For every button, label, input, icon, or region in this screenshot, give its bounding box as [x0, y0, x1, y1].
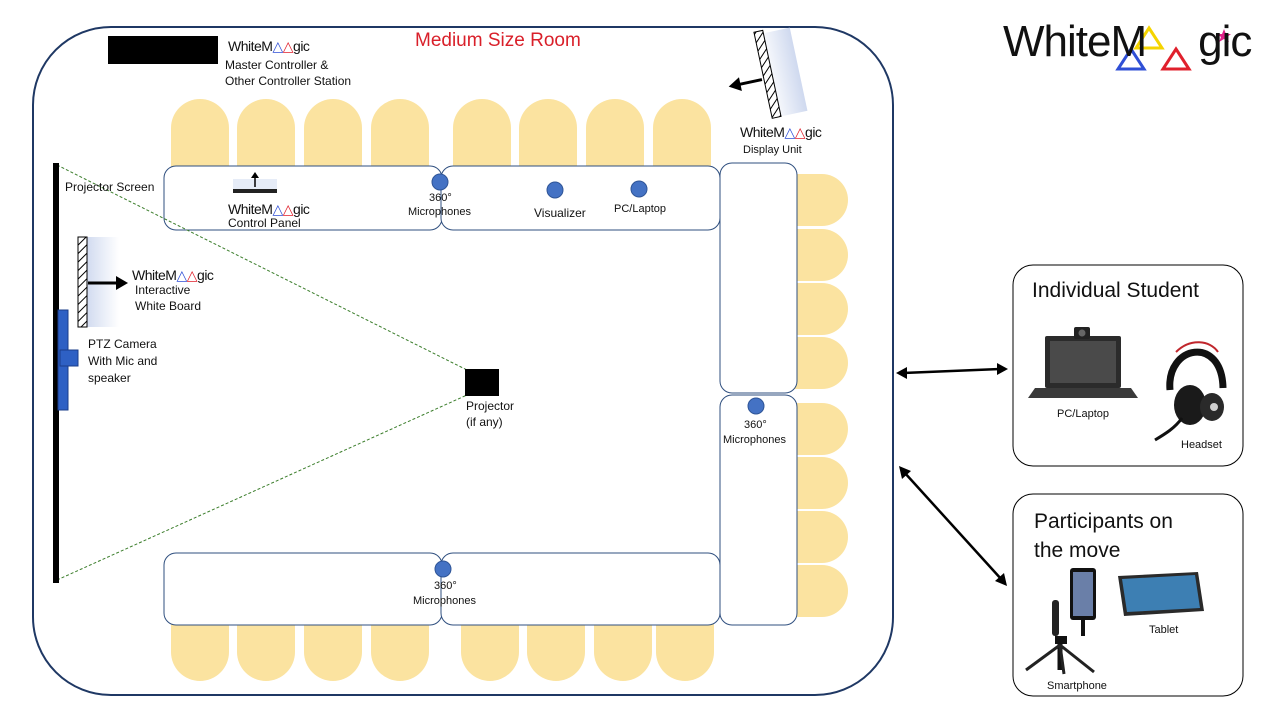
- seats-bottom-row: [171, 620, 714, 681]
- controller-station-label-line2: Other Controller Station: [225, 74, 352, 88]
- microphones-top-label: Microphones: [408, 206, 471, 218]
- microphones-right-degree: 360°: [744, 419, 767, 431]
- table-right-lower: [719, 394, 798, 626]
- table-bottom-left: [163, 552, 443, 626]
- seat: [371, 99, 429, 170]
- display-unit-icon: [728, 27, 808, 119]
- ptz-camera-label-line2: With Mic and: [88, 354, 158, 368]
- microphone-top-dot: [431, 173, 449, 191]
- ptz-camera-label-line3: speaker: [88, 371, 131, 385]
- individual-student-title: Individual Student: [1032, 279, 1199, 302]
- seat: [790, 511, 848, 563]
- pc-laptop-dot: [630, 180, 648, 198]
- seat: [790, 229, 848, 281]
- room-title: Medium Size Room: [415, 30, 581, 51]
- microphones-right-label: Microphones: [723, 434, 786, 446]
- projector-beam: [56, 164, 468, 581]
- connection-arrows: [896, 363, 1008, 586]
- control-panel-label: Control Panel: [228, 216, 301, 230]
- seat: [519, 99, 577, 170]
- seat: [237, 620, 295, 681]
- table-bottom-right: [440, 552, 721, 626]
- seat: [790, 283, 848, 335]
- tables: [163, 162, 798, 626]
- ptz-camera-icon: [57, 309, 79, 411]
- seat: [586, 99, 644, 170]
- seat: [304, 99, 362, 170]
- seat: [656, 620, 714, 681]
- seats-right-column: [790, 174, 848, 617]
- microphones-bottom-degree: 360°: [434, 580, 457, 592]
- brand-logo-small-display: WhiteM△△gic: [740, 124, 822, 140]
- visualizer-label: Visualizer: [534, 206, 586, 220]
- controller-station-label-line1: Master Controller &: [225, 58, 329, 72]
- seat: [594, 620, 652, 681]
- seat: [527, 620, 585, 681]
- seat: [371, 620, 429, 681]
- table-top-left: [163, 165, 443, 231]
- control-panel-icon: [233, 172, 277, 193]
- seat: [790, 174, 848, 226]
- display-unit-label: Display Unit: [743, 144, 802, 156]
- ptz-camera-label-line1: PTZ Camera: [88, 337, 157, 351]
- seat: [790, 457, 848, 509]
- projector-label-line1: Projector: [466, 399, 515, 413]
- table-right-upper: [719, 162, 798, 394]
- participants-title-line1: Participants on: [1034, 510, 1173, 533]
- participants-title-line2: the move: [1034, 539, 1121, 562]
- microphones-top-degree: 360°: [429, 192, 452, 204]
- brand-logo-small-whiteboard: WhiteM△△gic: [132, 267, 214, 283]
- headset-label: Headset: [1181, 439, 1222, 451]
- microphones-bottom-label: Microphones: [413, 595, 476, 607]
- smartphone-label: Smartphone: [1047, 680, 1107, 692]
- arrow-individual-student: [902, 367, 1001, 375]
- projector-icon: [465, 369, 499, 396]
- brand-logo-text-suffix: gic: [1198, 17, 1252, 66]
- seat: [171, 99, 229, 170]
- projector-screen: [53, 163, 59, 583]
- whiteboard-label-line1: Interactive: [135, 283, 191, 297]
- seat: [790, 337, 848, 389]
- seat: [304, 620, 362, 681]
- whiteboard-label-line2: White Board: [135, 299, 202, 313]
- projector-label-line2: (if any): [466, 415, 503, 429]
- smartphone-icon: [1025, 568, 1096, 675]
- interactive-whiteboard-icon: [77, 236, 128, 328]
- headset-icon: [1154, 341, 1227, 442]
- microphone-right-dot: [747, 397, 765, 415]
- brand-logo-small-control-panel: WhiteM△△gic: [228, 201, 310, 217]
- brand-logo-small-controller: WhiteM△△gic: [228, 38, 310, 54]
- seat: [453, 99, 511, 170]
- arrow-participants-move: [903, 471, 1003, 581]
- visualizer-dot: [546, 181, 564, 199]
- tablet-icon: [1118, 572, 1204, 616]
- projector-screen-label: Projector Screen: [65, 180, 155, 194]
- controller-station-block: [108, 36, 218, 64]
- laptop-icon: [1028, 327, 1138, 398]
- seats-top-row: [171, 99, 711, 170]
- seat: [653, 99, 711, 170]
- pc-laptop-table-label: PC/Laptop: [614, 203, 666, 215]
- brand-logo-text-prefix: White: [1003, 17, 1111, 66]
- brand-logo-triangles: [1115, 25, 1231, 71]
- brand-logo-text-m: M: [1110, 17, 1147, 66]
- seat: [461, 620, 519, 681]
- tablet-label: Tablet: [1149, 624, 1179, 636]
- seat: [171, 620, 229, 681]
- seat: [237, 99, 295, 170]
- microphone-bottom-dot: [434, 560, 452, 578]
- seat: [790, 565, 848, 617]
- seat: [790, 403, 848, 455]
- individual-pc-label: PC/Laptop: [1057, 408, 1109, 420]
